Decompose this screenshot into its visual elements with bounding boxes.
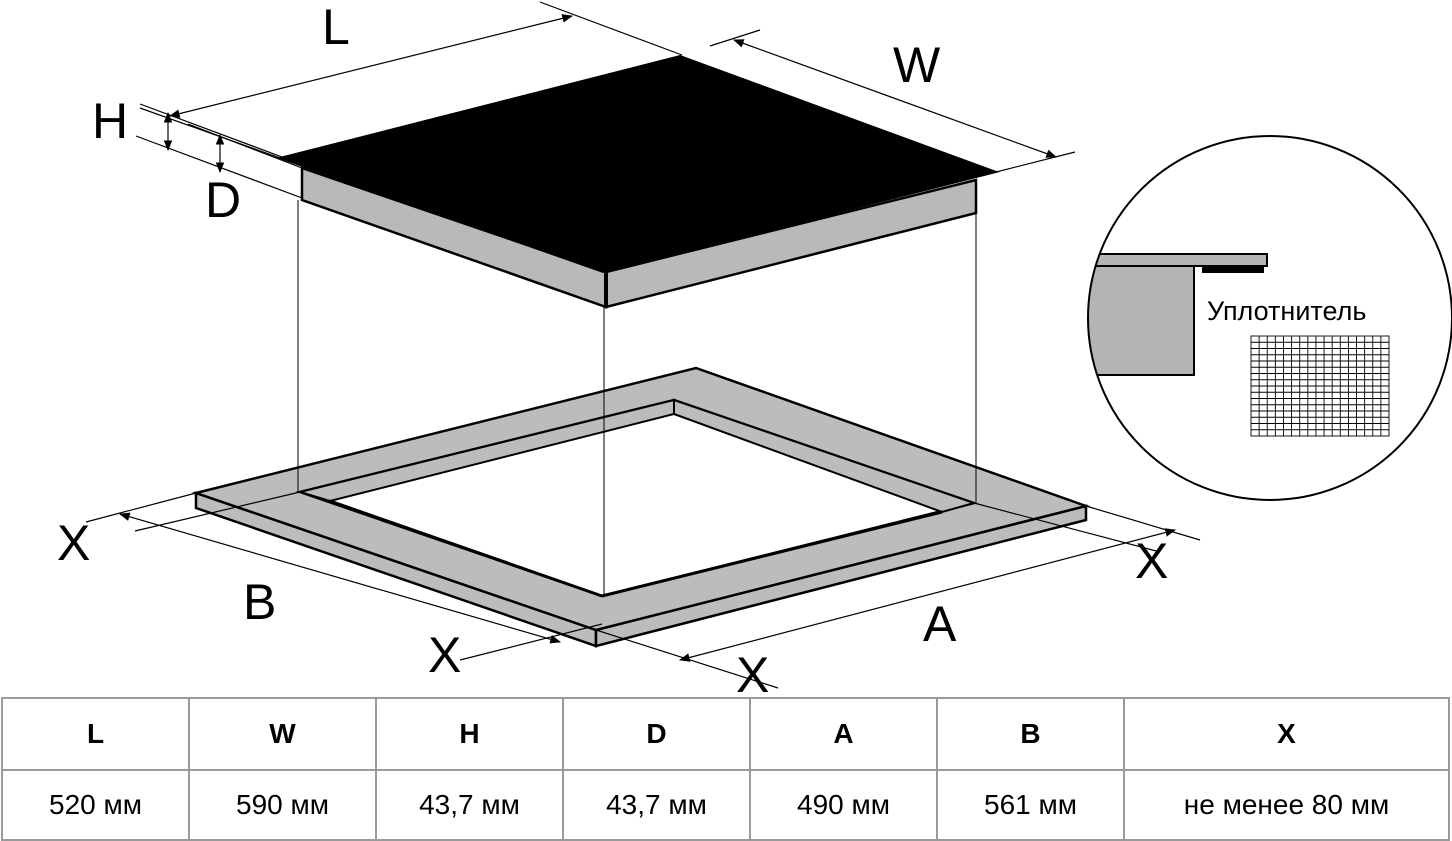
value-d: 43,7 мм	[562, 769, 751, 841]
dimensions-header-row: L W H D A B X	[1, 697, 1450, 771]
dimension-w	[709, 29, 1076, 173]
header-x: X	[1123, 697, 1450, 771]
header-d: D	[562, 697, 751, 771]
seal-strip	[1202, 266, 1264, 273]
label-b: B	[243, 574, 276, 630]
label-h: H	[92, 93, 128, 149]
header-l: L	[1, 697, 190, 771]
value-l: 520 мм	[1, 769, 190, 841]
label-x-right: X	[1135, 533, 1168, 589]
projection-lines	[297, 200, 977, 594]
dimensions-table: L W H D A B X 520 мм 590 мм 43,7 мм 43,7…	[1, 697, 1450, 841]
value-a: 490 мм	[749, 769, 938, 841]
label-l: L	[322, 0, 350, 55]
header-w: W	[188, 697, 377, 771]
glass-top	[276, 54, 1000, 274]
dimension-h-d	[135, 107, 303, 199]
value-h: 43,7 мм	[375, 769, 564, 841]
value-x: не менее 80 мм	[1123, 769, 1450, 841]
label-d: D	[205, 172, 241, 228]
header-b: B	[936, 697, 1125, 771]
label-x-bottom-left: X	[428, 627, 461, 683]
dimension-b	[85, 491, 603, 661]
dimension-a	[595, 502, 1201, 689]
hob-installation-diagram: L W H D B X X A X X	[57, 0, 1452, 700]
seal-label: Уплотнитель	[1207, 296, 1366, 326]
value-w: 590 мм	[188, 769, 377, 841]
seal-mesh-pattern	[1250, 335, 1390, 437]
header-h: H	[375, 697, 564, 771]
dimension-l	[139, 1, 683, 158]
label-x-left: X	[57, 515, 90, 571]
label-w: W	[893, 37, 941, 93]
label-x-bottom-right: X	[736, 647, 769, 700]
value-b: 561 мм	[936, 769, 1125, 841]
dimensions-value-row: 520 мм 590 мм 43,7 мм 43,7 мм 490 мм 561…	[1, 769, 1450, 841]
seal-detail-callout	[1087, 135, 1452, 501]
label-a: A	[923, 596, 957, 652]
header-a: A	[749, 697, 938, 771]
